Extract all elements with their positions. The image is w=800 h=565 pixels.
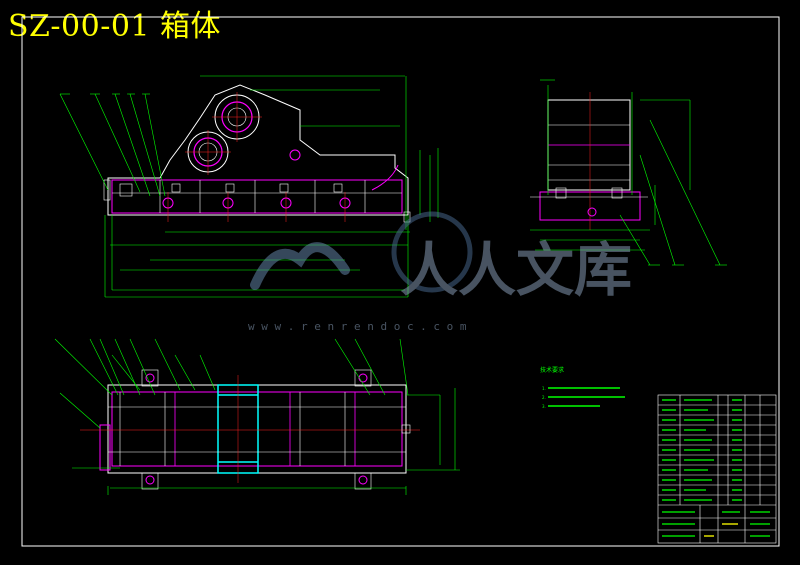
watermark-url: w w w . r e n r e n d o c . c o m (248, 320, 467, 333)
watermark-ring-icon (391, 211, 473, 293)
technical-requirements: 技术要求 1. 2. 3. (540, 366, 625, 409)
title-block-text-marks (662, 399, 770, 537)
tech-req-item-2: 2. (542, 395, 546, 400)
front-view-dimensions (59, 75, 439, 298)
tech-req-item-3: 3. (542, 404, 546, 409)
top-view-dimensions (54, 338, 460, 495)
tech-req-item-1: 1. (542, 386, 546, 391)
watermark-brand: 人人文库 (400, 236, 632, 304)
title-block (657, 394, 777, 544)
watermark-logo-icon (250, 242, 350, 290)
side-view-dimensions (530, 79, 727, 266)
top-view (80, 369, 420, 490)
sheet-border (21, 16, 780, 547)
side-view (530, 92, 648, 230)
tech-req-heading: 技术要求 (540, 366, 564, 374)
title-block-yellow-marks (704, 523, 738, 537)
watermark: 人人文库 w w w . r e n r e n d o c . c o m (248, 211, 632, 333)
front-view (103, 84, 411, 223)
